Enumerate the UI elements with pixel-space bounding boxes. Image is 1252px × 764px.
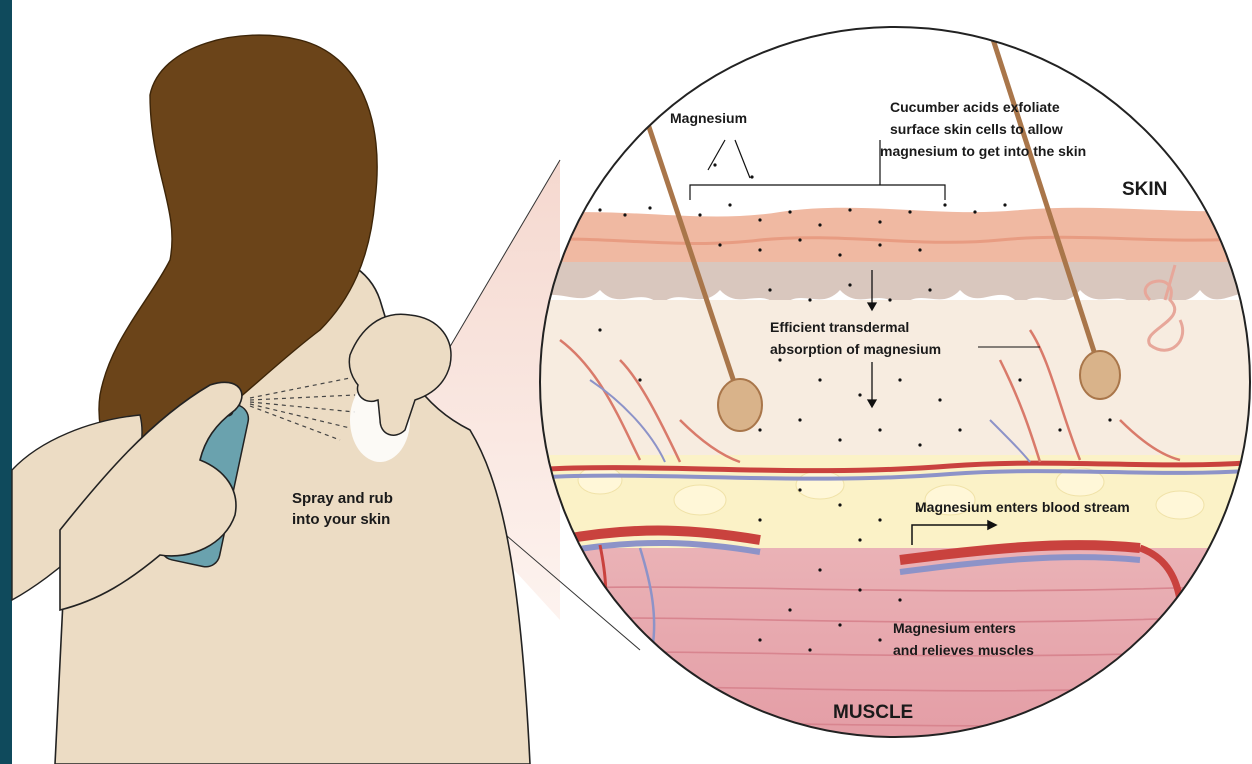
magnesium-label: Magnesium xyxy=(670,110,747,126)
spray-label-line1: Spray and rub xyxy=(292,490,393,507)
blood-stream-label: Magnesium enters blood stream xyxy=(915,499,1130,515)
cucumber-label-line1: Cucumber acids exfoliate xyxy=(890,99,1060,115)
skin-label: SKIN xyxy=(1122,179,1167,200)
muscle-effect-label-line2: and relieves muscles xyxy=(893,642,1034,658)
cucumber-label-line3: magnesium to get into the skin xyxy=(880,143,1086,159)
muscle-label: MUSCLE xyxy=(833,702,913,723)
muscle-effect-label-line1: Magnesium enters xyxy=(893,620,1016,636)
spray-label-line2: into your skin xyxy=(292,511,390,528)
absorption-label-line1: Efficient transdermal xyxy=(770,319,909,335)
left-frame-bar xyxy=(0,0,12,764)
cucumber-label-line2: surface skin cells to allow xyxy=(890,121,1063,137)
epidermis-layer xyxy=(530,208,1252,265)
absorption-label-line2: absorption of magnesium xyxy=(770,341,941,357)
